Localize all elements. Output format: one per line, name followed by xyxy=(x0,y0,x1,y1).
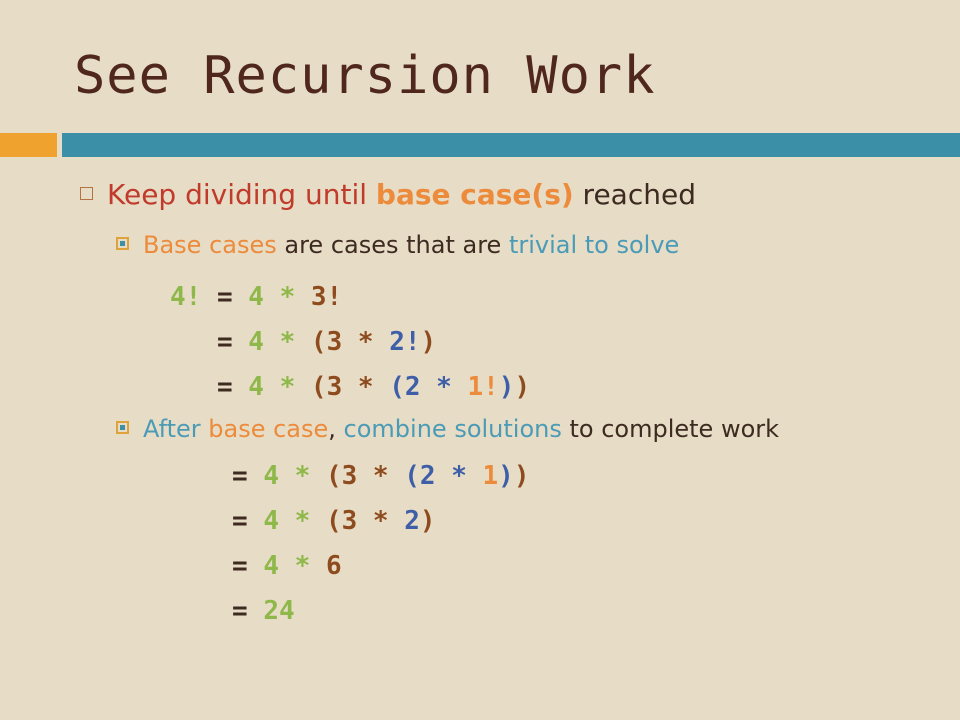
bullet-emphasis: base case(s) xyxy=(375,178,574,211)
code-token: 3 xyxy=(341,461,373,491)
code-token: 6 xyxy=(325,551,342,581)
slide-title: See Recursion Work xyxy=(74,46,656,106)
code-token: ( xyxy=(310,372,327,402)
sub-bullet-text: combine solutions xyxy=(343,415,562,443)
sub-bullet-text: Base cases xyxy=(143,231,277,259)
sub-bullet-combine: After base case, combine solutions to co… xyxy=(116,415,779,443)
code-line: = 4 * (3 * (2 * 1)) xyxy=(232,461,529,491)
code-token: 4 xyxy=(263,551,295,581)
sub-bullet-text: are cases that are xyxy=(276,231,509,259)
code-token xyxy=(170,372,217,402)
sub-bullet-text: to complete work xyxy=(561,415,780,443)
code-token: * xyxy=(294,551,326,581)
bullet-text: reached xyxy=(573,178,696,211)
code-token xyxy=(170,327,217,357)
code-token: 24 xyxy=(263,596,295,626)
code-token: ( xyxy=(310,327,327,357)
code-token: ) xyxy=(419,506,436,536)
code-token: = xyxy=(216,282,249,312)
code-token: 1! xyxy=(467,372,499,402)
code-token: 3! xyxy=(310,282,343,312)
code-token: = xyxy=(216,372,249,402)
code-token: ) xyxy=(498,461,514,491)
code-token: * xyxy=(279,372,311,402)
code-token: * xyxy=(451,461,483,491)
sub-bullet-text: base case xyxy=(208,415,329,443)
square-bullet-icon xyxy=(116,237,129,250)
code-token: * xyxy=(294,461,326,491)
code-line: = 4 * (3 * 2) xyxy=(232,506,436,536)
code-line: = 4 * (3 * (2 * 1!)) xyxy=(170,372,530,402)
code-token: = xyxy=(216,327,249,357)
title-underline-bar xyxy=(62,133,960,157)
code-token: * xyxy=(372,461,405,491)
code-token: = xyxy=(232,596,264,626)
code-token: ( xyxy=(389,372,405,402)
square-bullet-icon xyxy=(116,421,129,434)
code-token: = xyxy=(232,506,264,536)
sub-bullet-text: , xyxy=(328,415,344,443)
code-token: 2! xyxy=(389,327,421,357)
code-token: 1 xyxy=(482,461,499,491)
code-token: 4! xyxy=(170,282,217,312)
code-line: = 4 * (3 * 2!) xyxy=(170,327,436,357)
code-token: * xyxy=(372,506,405,536)
code-token: * xyxy=(357,327,390,357)
code-token: ) xyxy=(498,372,515,402)
code-token: 2 xyxy=(404,506,420,536)
code-token: ( xyxy=(325,461,342,491)
code-token: ( xyxy=(325,506,342,536)
code-token: 4 xyxy=(248,372,280,402)
code-line: = 4 * 6 xyxy=(232,551,342,581)
code-token: = xyxy=(232,551,264,581)
code-token: ) xyxy=(420,327,437,357)
sub-bullet-text: trivial to solve xyxy=(508,231,680,259)
code-token: 4 xyxy=(263,506,295,536)
code-token: 2 xyxy=(419,461,452,491)
bullet-keep-dividing: Keep dividing until base case(s) reached xyxy=(80,178,696,211)
code-token: * xyxy=(279,327,311,357)
code-token: 4 xyxy=(263,461,295,491)
code-token: 3 xyxy=(341,506,373,536)
code-token: 3 xyxy=(326,327,358,357)
bullet-text: Keep dividing until xyxy=(107,178,376,211)
code-token: * xyxy=(279,282,311,312)
code-line: 4! = 4 * 3! xyxy=(170,282,342,312)
code-token: 4 xyxy=(248,282,280,312)
accent-bar xyxy=(0,133,57,157)
code-token: = xyxy=(232,461,264,491)
code-token: * xyxy=(357,372,390,402)
code-token: ( xyxy=(404,461,420,491)
code-token: * xyxy=(436,372,468,402)
code-line: = 24 xyxy=(232,596,295,626)
code-token: 3 xyxy=(326,372,358,402)
code-token: ) xyxy=(513,461,530,491)
square-bullet-icon xyxy=(80,187,93,200)
code-token: 2 xyxy=(404,372,437,402)
code-token: 4 xyxy=(248,327,280,357)
code-token: * xyxy=(294,506,326,536)
sub-bullet-base-cases: Base cases are cases that are trivial to… xyxy=(116,231,679,259)
sub-bullet-text: After xyxy=(143,415,209,443)
code-token: ) xyxy=(514,372,531,402)
